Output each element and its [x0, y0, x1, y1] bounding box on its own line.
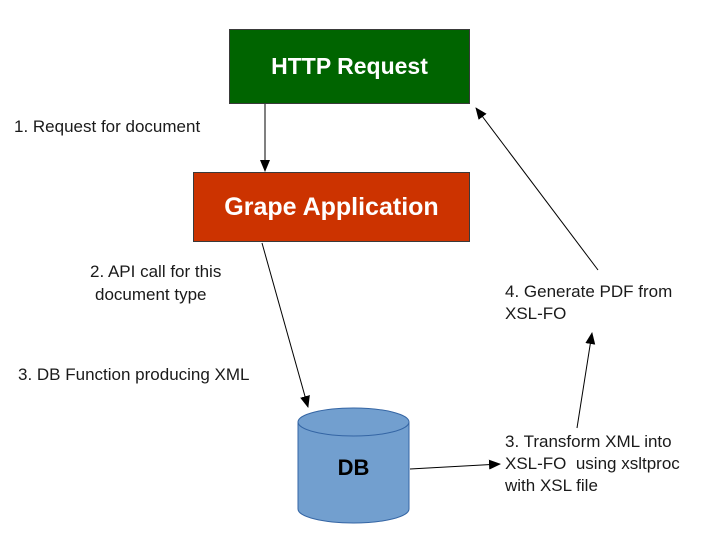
- grape-application-node: Grape Application: [193, 172, 470, 242]
- arrow-generate-to-http: [475, 107, 599, 271]
- db-label: DB: [337, 455, 370, 480]
- edge-label-transform-line2: XSL-FO using xsltproc: [505, 454, 680, 473]
- http-request-node: HTTP Request: [229, 29, 470, 104]
- edge-label-request-for-document: 1. Request for document: [14, 117, 201, 136]
- db-cylinder: [297, 407, 410, 524]
- edge-label-generate-pdf-line1: 4. Generate PDF from: [505, 282, 673, 301]
- edge-label-transform-line3: with XSL file: [505, 476, 598, 495]
- edge-label-db-function: 3. DB Function producing XML: [18, 365, 250, 384]
- edge-label-generate-pdf-line2: XSL-FO: [505, 304, 567, 323]
- edge-label-transform-line1: 3. Transform XML into: [505, 432, 672, 451]
- edge-label-api-call-line1: 2. API call for this: [90, 262, 222, 281]
- http-request-label: HTTP Request: [271, 53, 428, 79]
- edge-label-api-call-line2: document type: [95, 285, 207, 304]
- grape-application-label: Grape Application: [224, 192, 439, 221]
- arrow-grape-to-db: [261, 242, 310, 408]
- arrow-transform-to-generate: [576, 332, 596, 429]
- arrow-db-to-transform: [409, 459, 501, 470]
